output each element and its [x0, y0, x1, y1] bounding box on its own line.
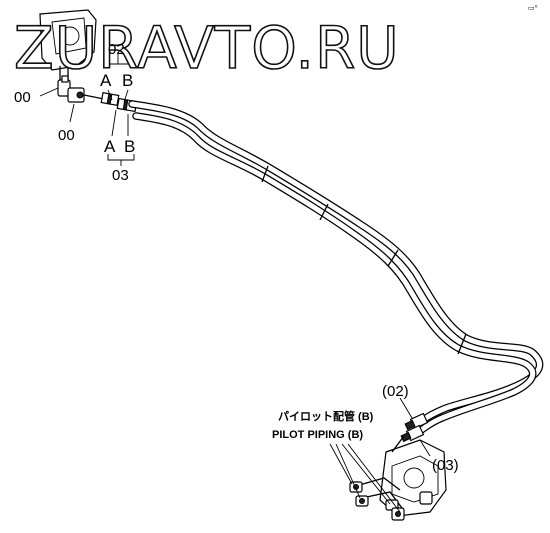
- label-top-b: B: [122, 71, 133, 90]
- label-left-ref: 00: [14, 89, 31, 106]
- bracket-02: [103, 52, 133, 103]
- hose-clamps: [261, 165, 467, 355]
- label-pilot-jp: パイロット配管 (B): [278, 409, 374, 423]
- pilot-fittings-bottom: [349, 477, 433, 521]
- label-mid-a: A: [104, 137, 116, 156]
- label-mid-b: B: [124, 137, 135, 156]
- leader-02-bottom: [399, 397, 413, 419]
- hose-b: [132, 112, 537, 438]
- leader-03-bottom: [419, 439, 431, 457]
- control-valve-body: [39, 9, 97, 82]
- hose-end-connectors-bottom: [400, 412, 429, 443]
- label-ref-02: (02): [382, 383, 409, 400]
- label-top-ref: 02: [108, 41, 125, 58]
- hose-end-connectors-top: [100, 91, 138, 113]
- watermark: ZURAVTO.RU: [14, 14, 400, 82]
- pilot-label-leaders: [329, 443, 401, 513]
- bracket-03: [107, 109, 135, 166]
- label-mid-ref: 03: [112, 167, 129, 184]
- leader-00-left: [39, 87, 59, 97]
- corner-mark: ▭⁰: [528, 4, 538, 12]
- fitting-connector-line: [83, 94, 105, 100]
- hose-a: [128, 100, 544, 426]
- label-top-a: A: [100, 71, 112, 90]
- label-lower-left-ref: 00: [58, 127, 75, 144]
- label-pilot-en: PILOT PIPING (B): [272, 429, 363, 441]
- label-ref-03: (03): [432, 457, 459, 474]
- elbow-fitting-lower: [67, 87, 85, 103]
- leader-00-lower: [69, 103, 75, 123]
